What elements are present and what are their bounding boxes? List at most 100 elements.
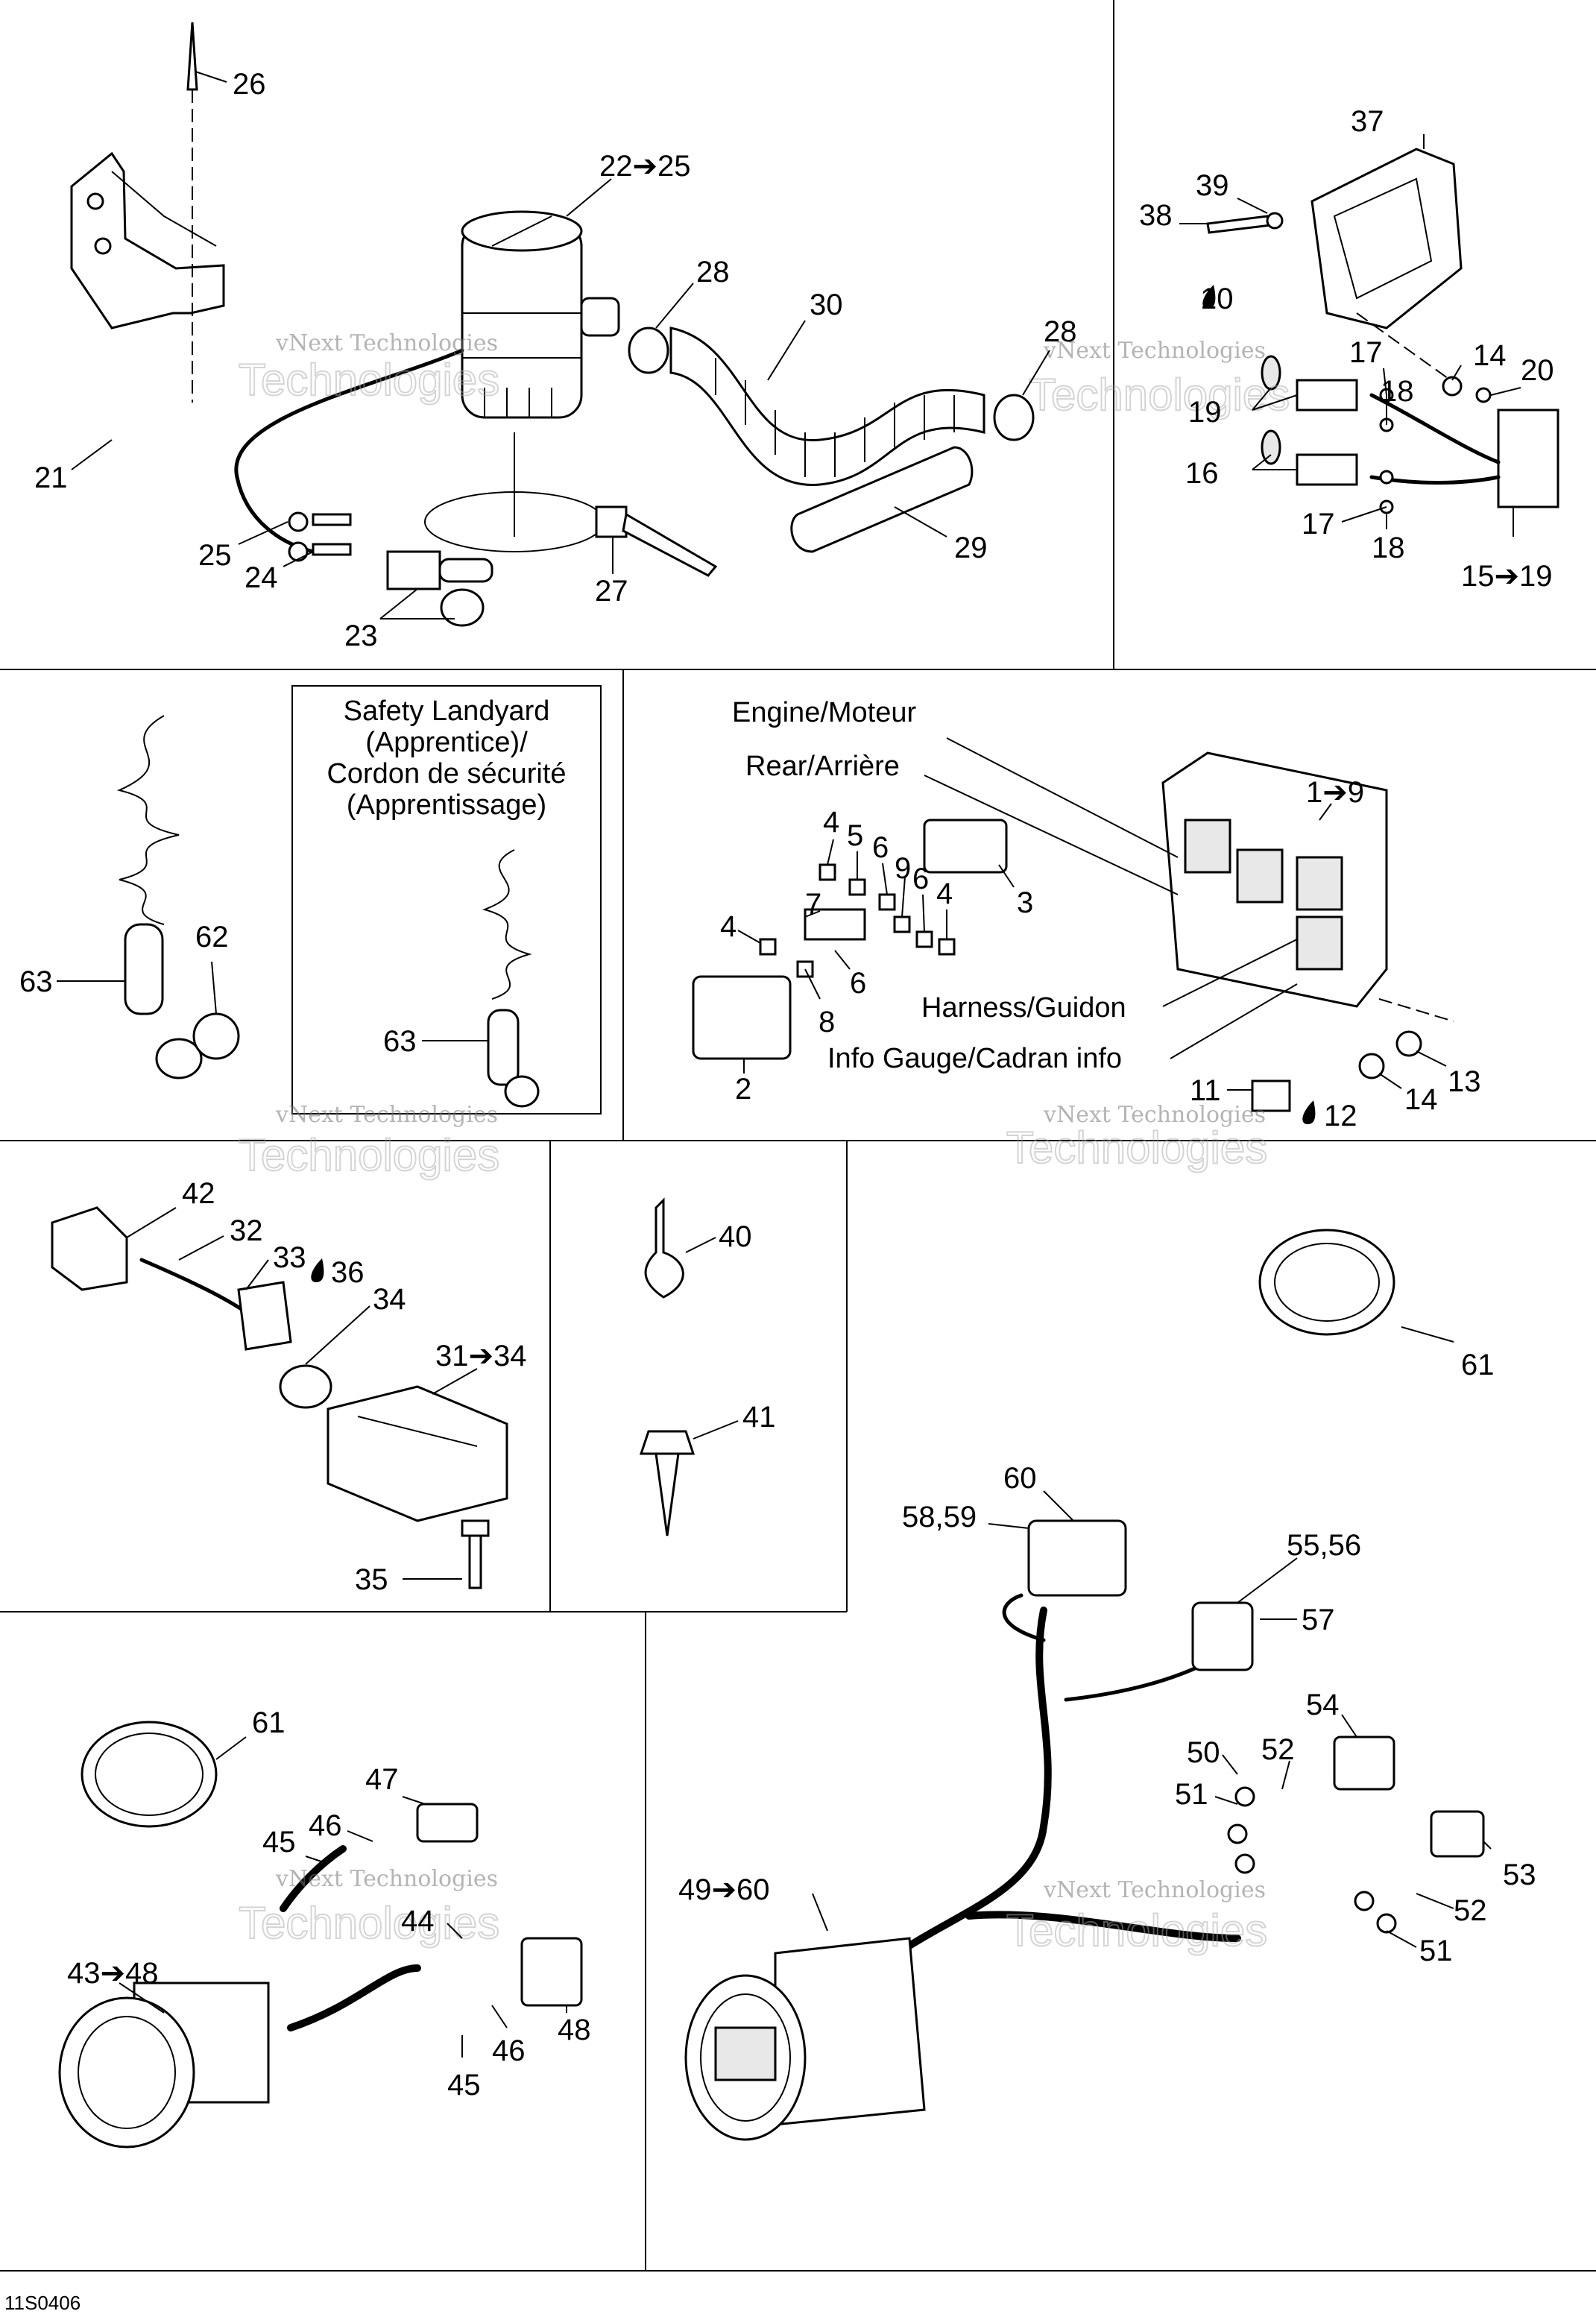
bezel-ring-panel [1258,1229,1395,1336]
svg-text:Technologies: Technologies [239,355,499,405]
text-labels: Engine/Moteur Rear/Arrière Harness/Guido… [732,697,1126,1074]
callout-51a: 51 [1175,1778,1208,1811]
svg-text:Technologies: Technologies [1006,1123,1267,1173]
callout-43-48: 43➔48 [67,1957,159,1990]
connector [386,550,441,590]
callout-45b: 45 [447,2069,481,2102]
key-switch-panel [51,1206,508,1589]
callout-5: 5 [847,819,863,852]
speedometer-gauge [58,1996,195,2149]
svg-text:vNext Technologies: vNext Technologies [1043,1877,1266,1903]
callout-54: 54 [1306,1689,1340,1721]
callout-6a: 6 [872,831,889,864]
svg-text:Technologies: Technologies [239,1898,499,1948]
protective-sleeve [790,446,974,553]
callout-25: 25 [198,539,232,572]
mounting-bracket [70,151,225,330]
callout-17a: 17 [1349,336,1383,369]
callout-48: 48 [558,2014,591,2046]
callout-32: 32 [230,1214,263,1247]
svg-text:Technologies: Technologies [239,1130,499,1180]
screw [639,1430,696,1455]
callout-21: 21 [34,461,68,494]
callout-41: 41 [742,1401,776,1434]
callout-16: 16 [1185,457,1219,490]
svg-text:vNext Technologies: vNext Technologies [275,1102,498,1128]
callout-8: 8 [818,1006,835,1038]
callout-28b: 28 [1044,315,1077,348]
callout-63b: 63 [383,1025,417,1058]
hose-clamp [628,327,669,374]
module-support [1310,148,1463,330]
callout-6c: 6 [850,967,866,1000]
callout-4b: 4 [936,877,953,910]
lanyard-cap [124,923,164,1015]
callout-52a: 52 [1261,1733,1295,1766]
callout-47: 47 [365,1763,399,1796]
callout-35: 35 [355,1563,388,1596]
callout-58-59: 58,59 [902,1501,977,1533]
gauge-ring [81,1721,218,1828]
callout-13: 13 [1448,1065,1481,1098]
callouts: 26 22➔25 28 30 28 21 25 24 23 27 29 37 3… [19,68,1554,2102]
callout-46a: 46 [309,1809,342,1842]
callout-6b: 6 [912,863,929,895]
svg-text:vNext Technologies: vNext Technologies [275,1866,498,1892]
callout-29: 29 [954,532,988,564]
bilge-pump-panel [70,22,1035,627]
callout-17b: 17 [1302,508,1335,540]
harness-label: Harness/Guidon [921,992,1126,1024]
callout-30: 30 [810,289,843,321]
callout-45a: 45 [262,1826,296,1859]
callout-2: 2 [735,1073,751,1106]
callout-4c: 4 [720,910,737,943]
callout-53: 53 [1503,1859,1536,1891]
info-gauge-panel [684,1519,1485,2141]
engine-label: Engine/Moteur [732,697,916,728]
svg-text:vNext Technologies: vNext Technologies [275,330,498,356]
callout-61b: 61 [252,1706,286,1739]
speedometer-panel [58,1721,583,2149]
tie-screw-panel [639,1197,696,1536]
callout-15-19: 15➔19 [1461,560,1553,593]
discharge-hose [669,327,985,486]
connector-60 [1027,1519,1127,1597]
callout-38: 38 [1139,199,1173,232]
callout-44: 44 [401,1905,435,1938]
callout-42: 42 [182,1177,215,1210]
callout-19: 19 [1188,396,1222,429]
callout-3: 3 [1017,886,1033,919]
lanyard-ring [192,1012,240,1060]
callout-62: 62 [195,921,229,953]
callout-31-34: 31➔34 [435,1340,527,1372]
svg-text:vNext Technologies: vNext Technologies [1043,338,1266,364]
safety-box-title: Safety Landyard (Apprentice)/ Cordon de … [327,696,566,821]
callout-14a: 14 [1473,339,1507,372]
relay-module [1497,409,1559,508]
svg-text:Technologies: Technologies [1029,370,1290,420]
callout-55-56: 55,56 [1287,1529,1361,1562]
callout-50: 50 [1187,1736,1220,1769]
callout-40: 40 [719,1220,752,1253]
svg-text:Technologies: Technologies [1006,1905,1267,1955]
callout-24: 24 [245,561,278,594]
callout-52b: 52 [1454,1894,1487,1927]
callout-4a: 4 [823,806,839,839]
callout-26: 26 [233,68,266,101]
callout-23: 23 [344,620,378,652]
svg-text:(Apprentice)/: (Apprentice)/ [365,727,528,758]
callout-18b: 18 [1372,532,1405,564]
key-connector [51,1206,128,1291]
hose-clamp [993,394,1035,441]
callout-57: 57 [1302,1604,1335,1636]
callout-22-25: 22➔25 [599,150,691,183]
diagram-code: 11S0406 [4,2292,81,2314]
svg-text:Cordon de sécurité: Cordon de sécurité [327,758,566,789]
fuse-holder [692,975,792,1060]
callout-14b: 14 [1404,1083,1438,1116]
callout-7: 7 [805,888,821,921]
cable-tie [644,1197,684,1299]
callout-34: 34 [373,1283,406,1316]
